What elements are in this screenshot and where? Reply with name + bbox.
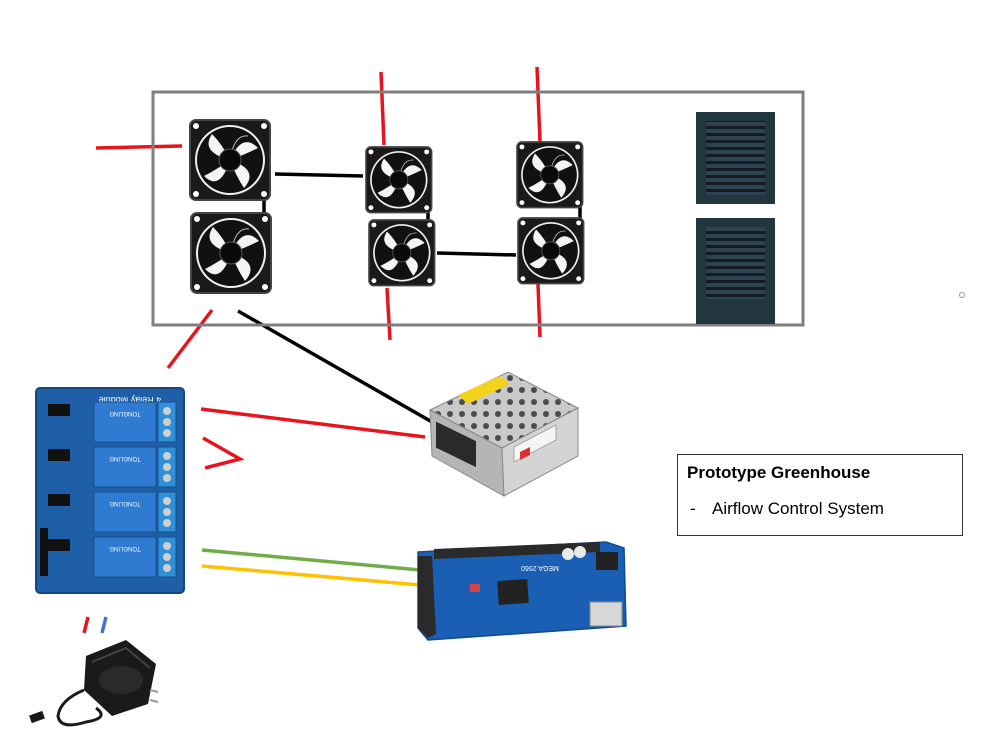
power-wire-fan-4: [385, 287, 392, 341]
wires: [82, 66, 582, 634]
fan-icon: [517, 217, 585, 285]
signal-wire-yellow: [201, 564, 421, 587]
greenhouse-enclosure: [151, 90, 805, 327]
marker-dot: [959, 292, 965, 298]
adapter-wire-blue: [100, 616, 108, 634]
caption-list-item: -Airflow Control System: [690, 499, 884, 519]
power-wire-fan-3: [379, 71, 386, 146]
fan-icon: [190, 212, 272, 294]
power-wire-relay-open-end: [202, 436, 245, 470]
relay-brand-label: TONGLING: [109, 545, 141, 551]
arduino-label: MEGA 2560: [521, 564, 559, 571]
caption-title: Prototype Greenhouse: [687, 463, 871, 482]
ground-link-fan4-fan6: [436, 251, 517, 257]
power-wire-fan-6: [536, 283, 542, 338]
power-wire-fan-2-relay: [166, 308, 214, 370]
power-wire-fan-1: [95, 144, 183, 150]
fan-icon: [365, 146, 433, 214]
relay-brand-label: TONGLING: [109, 500, 141, 506]
power-adapter: [29, 640, 159, 727]
power-supply-unit: [428, 371, 580, 497]
arduino-mega-board: MEGA 2560: [417, 541, 627, 641]
fan-icon: [516, 141, 584, 209]
caption-bullet: -: [690, 499, 696, 518]
power-wire-fan-5: [535, 66, 542, 143]
fan-icon: [189, 119, 271, 201]
relay-module-label: 4 Relay Module: [99, 395, 162, 405]
vent-louvers: [696, 112, 775, 324]
relay-brand-label: TONGLING: [109, 455, 141, 461]
ground-link-fan1-fan3: [274, 172, 364, 178]
signal-wire-green: [201, 548, 421, 572]
caption-item-text: Airflow Control System: [712, 499, 884, 518]
adapter-wire-red: [82, 616, 90, 634]
relay-brand-label: TONGLING: [109, 410, 141, 416]
power-wire-relay-psu: [200, 407, 426, 439]
relay-module: 4 Relay Module TONGLING TONGLING TONGLIN…: [35, 387, 185, 594]
ground-wire-fans-psu: [237, 309, 433, 424]
fan-icon: [368, 219, 436, 287]
caption-box: Prototype Greenhouse -Airflow Control Sy…: [677, 454, 963, 536]
